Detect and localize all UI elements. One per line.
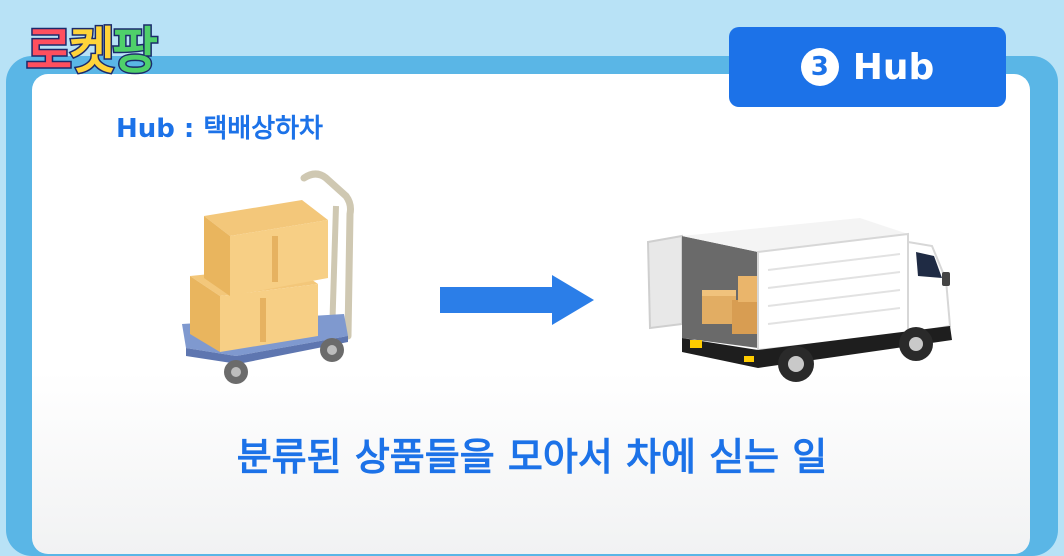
section-badge: 3 Hub	[729, 27, 1006, 107]
caption: 분류된 상품들을 모아서 차에 싣는 일	[236, 435, 828, 479]
channel-logo: 로켓팡	[25, 16, 176, 86]
delivery-truck-icon	[646, 218, 952, 382]
logo-char-1: 로	[25, 21, 74, 82]
subtitle: Hub : 택배상하차	[116, 114, 323, 144]
hand-truck-with-boxes-icon	[182, 170, 354, 384]
section-title: Hub	[852, 46, 935, 88]
step-number-badge: 3	[800, 48, 839, 86]
logo-char-2: 켓	[68, 21, 117, 82]
logo-char-3: 팡	[111, 21, 160, 82]
right-arrow-icon	[440, 275, 594, 325]
